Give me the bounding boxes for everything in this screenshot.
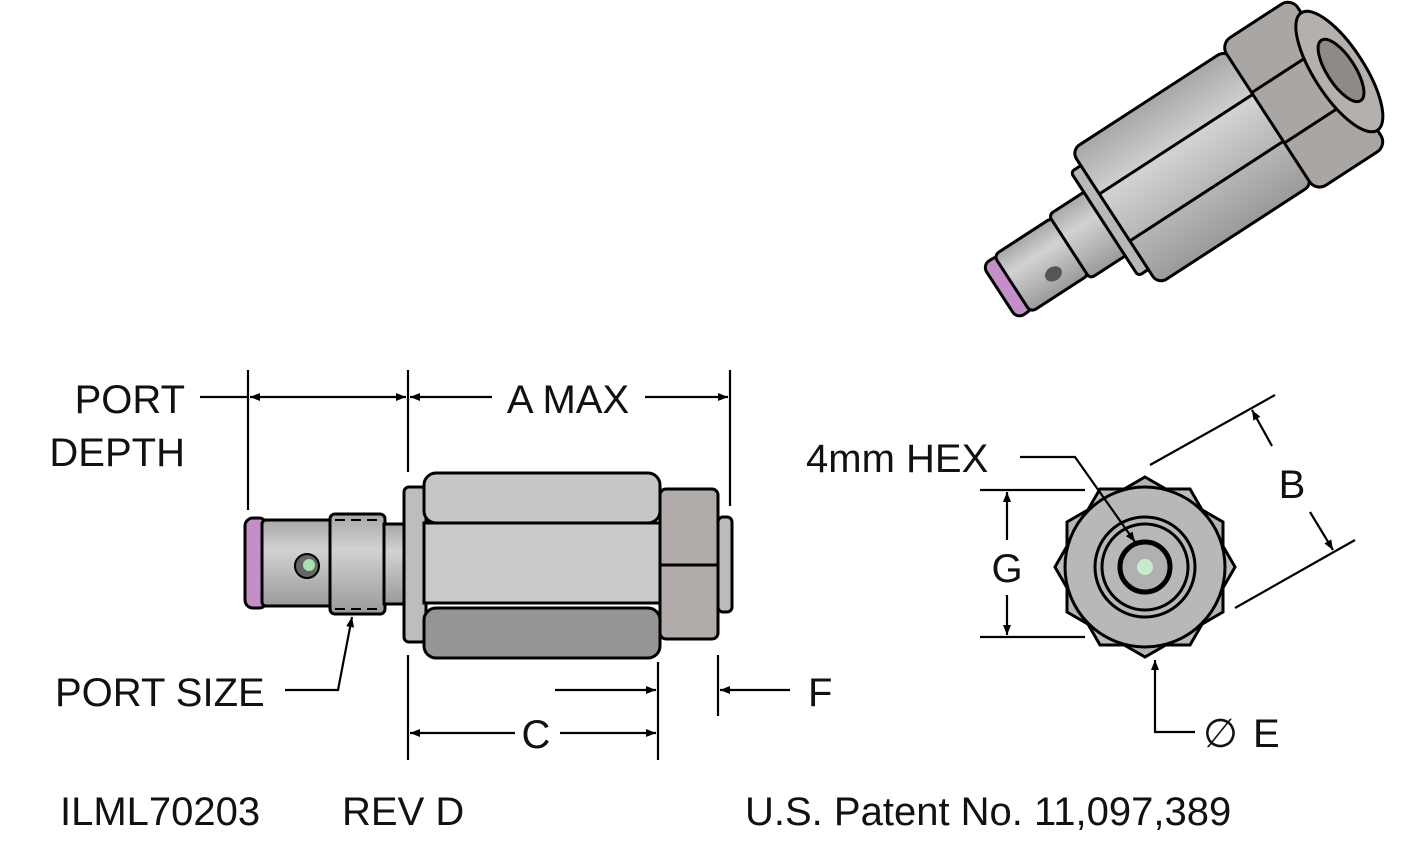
port-size-label: PORT SIZE — [55, 671, 265, 715]
port-depth-label-1: PORT — [75, 378, 185, 422]
e-label: E — [1253, 712, 1280, 756]
hex-label: 4mm HEX — [806, 437, 988, 481]
port-hole — [303, 559, 315, 571]
diameter-symbol: ∅ — [1203, 712, 1238, 756]
port-depth-label-2: DEPTH — [49, 431, 185, 475]
c-label: C — [522, 713, 551, 757]
g-label: G — [991, 547, 1022, 591]
isometric-view — [983, 0, 1385, 318]
part-number: ILML70203 — [60, 790, 260, 834]
center-port — [1137, 559, 1153, 575]
a-max-label: A MAX — [507, 378, 629, 422]
b-label: B — [1279, 463, 1306, 507]
side-view — [243, 471, 734, 660]
patent-number: U.S. Patent No. 11,097,389 — [745, 790, 1231, 834]
end-view-dimensions — [980, 394, 1356, 734]
revision: REV D — [342, 790, 464, 834]
end-view — [1053, 475, 1237, 659]
f-label: F — [808, 671, 832, 715]
dimensions — [200, 370, 790, 760]
